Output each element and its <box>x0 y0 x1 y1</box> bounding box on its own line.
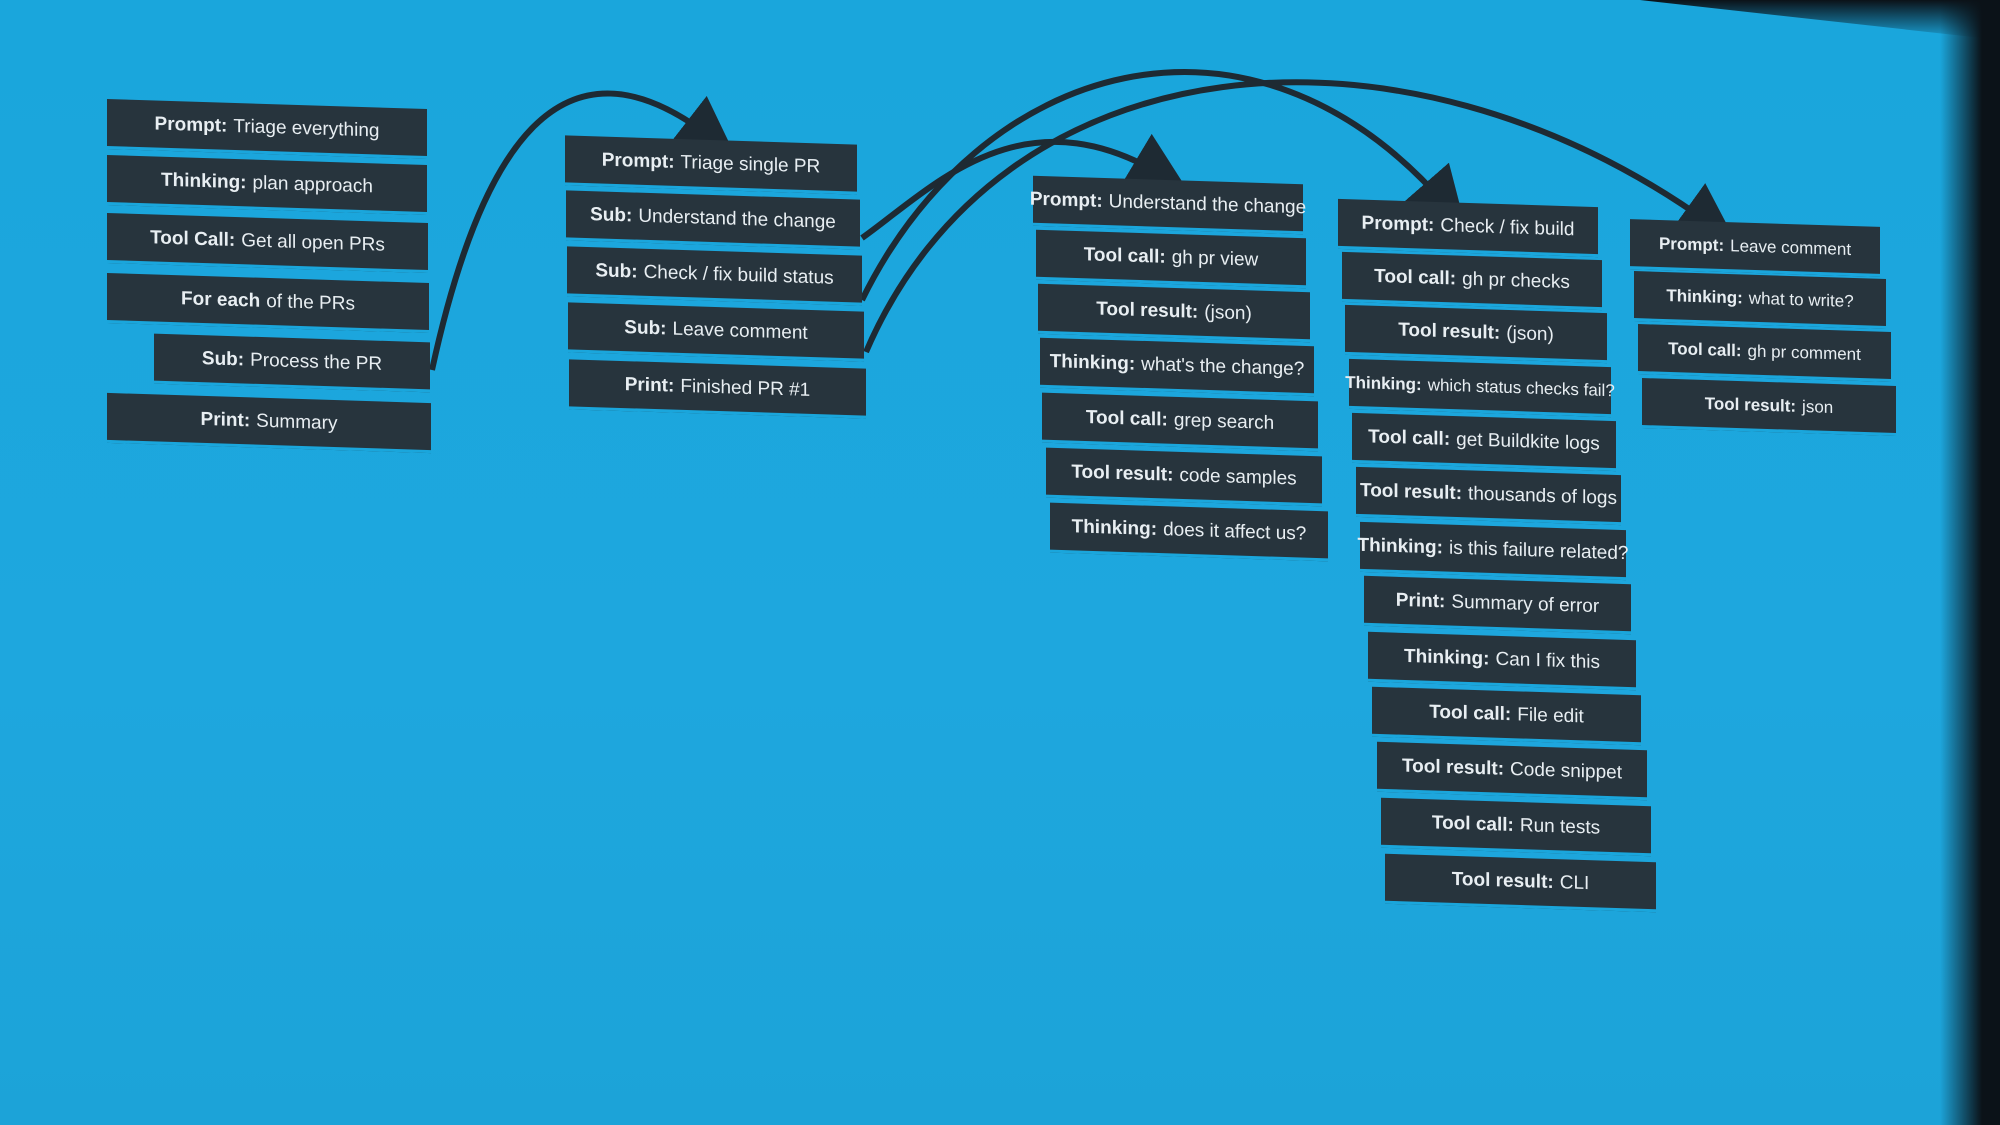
box-main-4: Sub:Process the PR <box>154 333 430 393</box>
box-understand-0: Prompt:Understand the change <box>1030 175 1306 235</box>
box-process-pr-4: Print:Finished PR #1 <box>569 359 866 419</box>
box-check-0: Prompt:Check / fix build <box>1338 198 1598 258</box>
box-check-4: Tool call:get Buildkite logs <box>1352 412 1616 472</box>
box-understand-1: Tool call:gh pr view <box>1036 229 1306 289</box>
box-comment-2: Tool call:gh pr comment <box>1638 324 1891 382</box>
arrow-process-pr <box>429 90 736 371</box>
box-comment-3: Tool result:json <box>1642 378 1896 436</box>
arrow-leave-comment <box>863 79 1737 354</box>
box-check-6: Thinking:is this failure related? <box>1357 521 1629 581</box>
box-check-5: Tool result:thousands of logs <box>1356 466 1621 526</box>
box-main-5: Print:Summary <box>107 392 431 454</box>
box-check-2: Tool result:(json) <box>1345 304 1607 364</box>
box-understand-2: Tool result:(json) <box>1038 283 1310 343</box>
box-check-11: Tool call:Run tests <box>1381 797 1651 857</box>
box-check-9: Tool call:File edit <box>1372 686 1641 746</box>
box-process-pr-2: Sub:Check / fix build status <box>567 246 862 306</box>
monitor-edge <box>1940 0 2000 1125</box>
box-understand-4: Tool call:grep search <box>1042 392 1318 452</box>
box-understand-3: Thinking:what's the change? <box>1040 337 1314 397</box>
arrow-check-build <box>859 69 1466 302</box>
box-check-10: Tool result:Code snippet <box>1377 741 1647 801</box>
box-main-1: Thinking:plan approach <box>107 154 427 216</box>
box-check-7: Print:Summary of error <box>1364 575 1631 635</box>
box-process-pr-0: Prompt:Triage single PR <box>565 135 857 195</box>
box-check-3: Thinking:which status checks fail? <box>1345 358 1615 418</box>
box-check-8: Thinking:Can I fix this <box>1368 631 1636 691</box>
box-comment-0: Prompt:Leave comment <box>1630 219 1880 277</box>
box-check-1: Tool call:gh pr checks <box>1342 251 1602 311</box>
box-process-pr-1: Sub:Understand the change <box>566 190 860 250</box>
box-understand-6: Thinking:does it affect us? <box>1050 502 1328 562</box>
box-main-2: Tool Call:Get all open PRs <box>107 212 428 274</box>
box-check-12: Tool result:CLI <box>1385 853 1656 913</box>
box-process-pr-3: Sub:Leave comment <box>568 302 864 362</box>
box-understand-5: Tool result:code samples <box>1046 447 1322 507</box>
arrow-understand-change <box>860 133 1188 241</box>
box-comment-1: Thinking:what to write? <box>1634 271 1886 329</box>
box-main-0: Prompt:Triage everything <box>107 98 427 160</box>
